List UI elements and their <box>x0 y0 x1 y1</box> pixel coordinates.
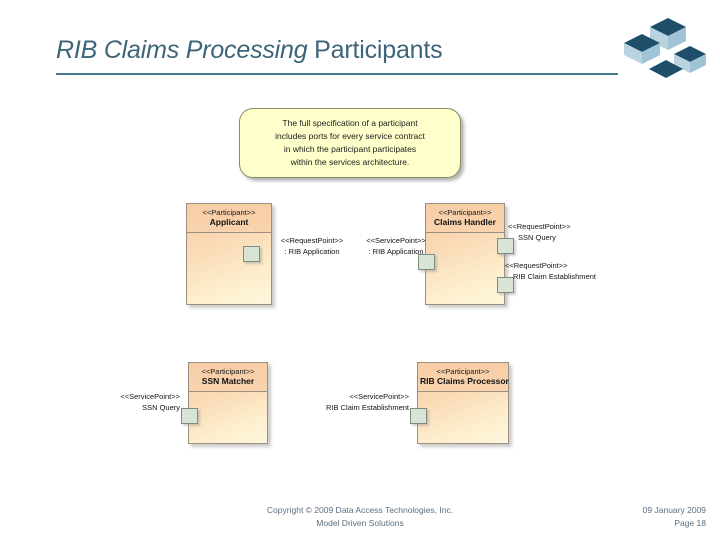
port-label-request-rib-application: <<RequestPoint>> : RIB Application <box>268 236 356 258</box>
title-underline <box>56 73 618 75</box>
page-title-italic: RIB Claims Processing <box>56 36 308 64</box>
footer-page-number: Page 18 <box>674 517 706 528</box>
port-name: RIB Claim Establishment <box>513 271 596 281</box>
participant-stereotype: <<Participant>> <box>202 208 256 217</box>
port-name: : RIB Application <box>284 246 340 256</box>
participant-header-rib-claims-processor: <<Participant>> RIB Claims Processor <box>418 363 509 393</box>
port-name: : RIB Application <box>368 246 424 256</box>
port-label-service-ssn-query: <<ServicePoint>> SSN Query <box>100 392 180 414</box>
port-name: SSN Query <box>518 232 556 242</box>
participant-name: RIB Claims Processor <box>420 376 509 387</box>
participant-box-rib-claims-processor[interactable]: <<Participant>> RIB Claims Processor <box>417 362 509 444</box>
footer-company-line: Model Driven Solutions <box>316 517 404 528</box>
participant-name: Claims Handler <box>434 217 496 228</box>
port-label-request-ssn-query: <<RequestPoint>> SSN Query <box>508 222 618 244</box>
port-name: SSN Query <box>142 402 180 412</box>
port-stereotype: <<RequestPoint>> <box>508 222 571 231</box>
participant-header-ssn-matcher: <<Participant>> SSN Matcher <box>189 363 267 393</box>
callout-line-4: within the services architecture. <box>290 157 410 168</box>
footer-meta: 09 January 2009 Page 18 <box>643 504 706 530</box>
port-label-request-rib-claim-establishment: <<RequestPoint>> RIB Claim Establishment <box>505 261 630 283</box>
port-rib-claims-processor-service-rib-claim-establishment[interactable] <box>410 408 427 424</box>
footer-copyright: Copyright © 2009 Data Access Technologie… <box>0 504 720 530</box>
callout-line-2: includes ports for every service contrac… <box>275 130 425 141</box>
port-claims-handler-request-rib-claim-establishment[interactable] <box>497 277 514 293</box>
participant-stereotype: <<Participant>> <box>438 208 492 217</box>
port-stereotype: <<RequestPoint>> <box>280 236 344 245</box>
port-stereotype: <<ServicePoint>> <box>366 236 426 245</box>
port-applicant-request-rib-application[interactable] <box>243 246 260 262</box>
port-claims-handler-service-rib-application[interactable] <box>418 254 435 270</box>
port-ssn-matcher-service-ssn-query[interactable] <box>181 408 198 424</box>
dat-isometric-logo-icon <box>620 16 706 82</box>
participant-stereotype: <<Participant>> <box>436 367 490 376</box>
participant-header-applicant: <<Participant>> Applicant <box>187 204 271 234</box>
footer-date: 09 January 2009 <box>642 505 706 515</box>
participant-header-claims-handler: <<Participant>> Claims Handler <box>426 204 504 234</box>
footer-copyright-line: Copyright © 2009 Data Access Technologie… <box>266 505 454 515</box>
callout-note: The full specification of a participant … <box>239 108 461 178</box>
port-name: RIB Claim Establishment <box>326 402 409 412</box>
port-claims-handler-request-ssn-query[interactable] <box>497 238 514 254</box>
callout-line-1: The full specification of a participant <box>282 117 418 128</box>
participant-box-applicant[interactable]: <<Participant>> Applicant <box>186 203 272 305</box>
participant-stereotype: <<Participant>> <box>201 367 255 376</box>
participant-box-ssn-matcher[interactable]: <<Participant>> SSN Matcher <box>188 362 268 444</box>
page-title: RIB Claims Processing Participants <box>56 36 443 65</box>
page-title-regular: Participants <box>307 36 443 64</box>
callout-note-text: The full specification of a participant … <box>267 117 433 170</box>
port-stereotype: <<RequestPoint>> <box>505 261 568 270</box>
participant-name: Applicant <box>209 217 249 228</box>
port-stereotype: <<ServicePoint>> <box>349 392 409 401</box>
participant-box-claims-handler[interactable]: <<Participant>> Claims Handler <box>425 203 505 305</box>
callout-line-3: in which the participant participates <box>283 144 417 154</box>
participant-name: SSN Matcher <box>201 376 255 387</box>
port-label-service-rib-application: <<ServicePoint>> : RIB Application <box>352 236 440 258</box>
port-stereotype: <<ServicePoint>> <box>120 392 180 401</box>
port-label-service-rib-claim-establishment: <<ServicePoint>> RIB Claim Establishment <box>283 392 409 414</box>
